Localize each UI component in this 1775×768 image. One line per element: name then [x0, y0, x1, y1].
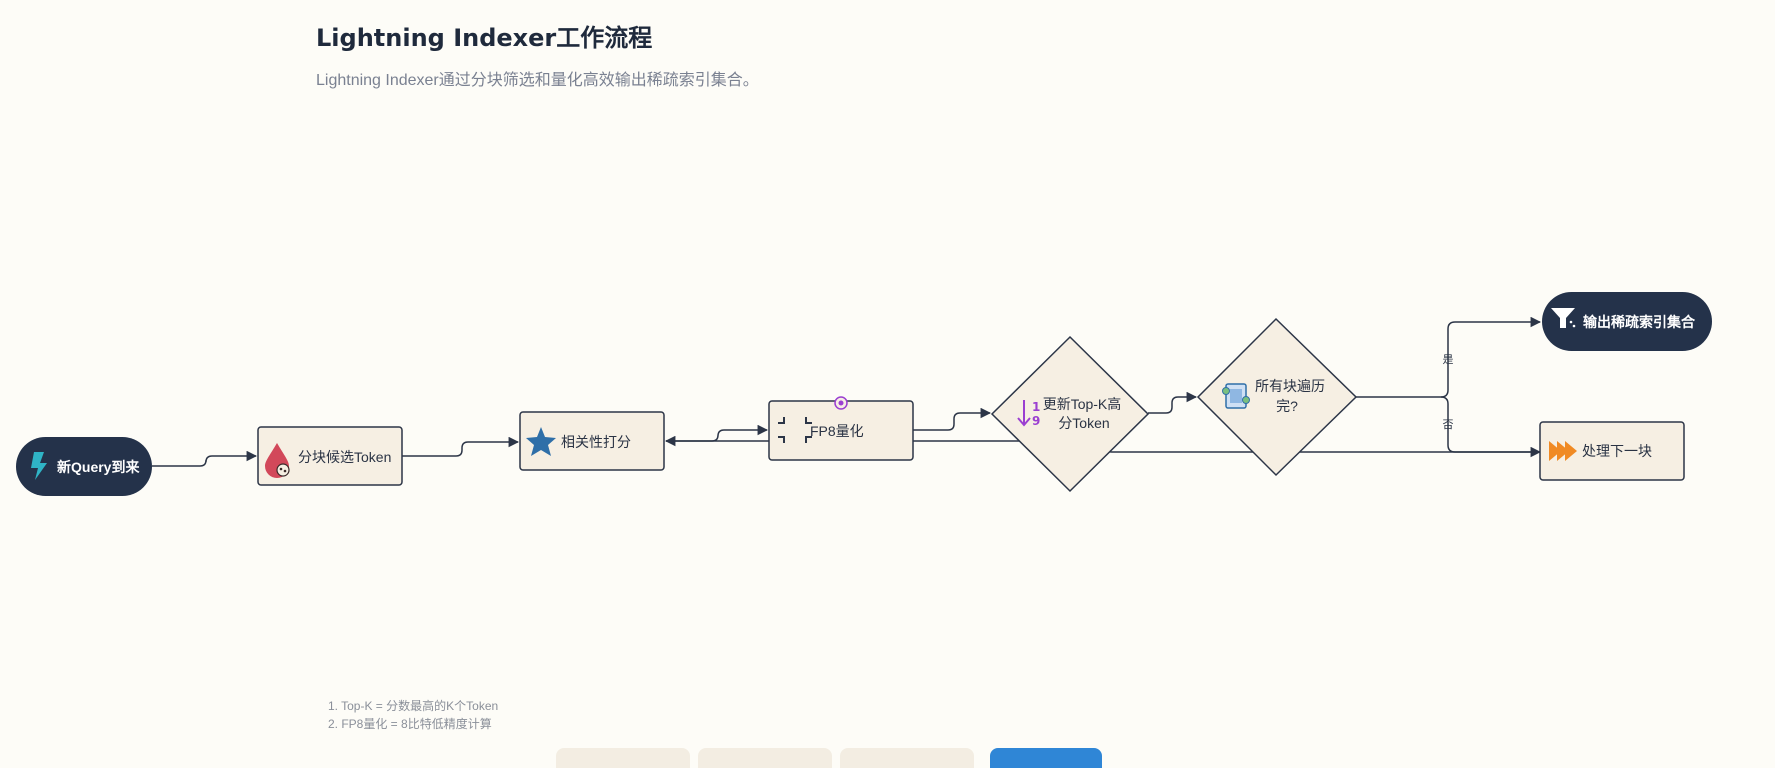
node-check-label-line2: 完?: [1276, 398, 1298, 414]
node-output[interactable]: 输出稀疏索引集合: [1542, 292, 1712, 351]
edge-chunk-score: [402, 436, 520, 457]
funnel-icon: [1551, 308, 1576, 328]
page-title: Lightning Indexer工作流程: [316, 24, 653, 52]
node-next-label: 处理下一块: [1582, 443, 1652, 459]
node-chunk-label: 分块候选Token: [298, 449, 391, 465]
edge-check-next: [1440, 396, 1542, 458]
fast-forward-icon: [1549, 441, 1577, 461]
edge-score-fp8: [666, 424, 769, 442]
footnotes: 1. Top-K = 分数最高的K个Token 2. FP8量化 = 8比特低精…: [328, 697, 498, 733]
node-score[interactable]: 相关性打分: [519, 411, 665, 471]
node-start-label: 新Query到来: [57, 459, 140, 475]
footer-tab-2[interactable]: [698, 748, 832, 768]
node-check[interactable]: 所有块遍历 完?: [1196, 317, 1358, 477]
port-icon: [834, 396, 848, 410]
edge-label-no: 否: [1443, 419, 1454, 431]
footer-tab-active[interactable]: [990, 748, 1102, 768]
drop-icon: [265, 443, 290, 478]
page-subtitle: Lightning Indexer通过分块筛选和量化高效输出稀疏索引集合。: [316, 72, 759, 89]
node-topk-label-line2: 分Token: [1058, 415, 1109, 431]
edge-start-chunk: [152, 450, 258, 467]
node-next[interactable]: 处理下一块: [1539, 421, 1685, 481]
node-topk[interactable]: 1 9 更新Top-K高 分Token: [990, 335, 1150, 493]
blocks-icon: [1222, 383, 1250, 409]
footer-tab-1[interactable]: [556, 748, 690, 768]
node-fp8-label: FP8量化: [810, 423, 864, 439]
edge-label-yes: 是: [1443, 353, 1454, 366]
node-start[interactable]: 新Query到来: [16, 437, 152, 496]
node-topk-label-line1: 更新Top-K高: [1043, 396, 1122, 412]
node-fp8[interactable]: FP8量化: [768, 396, 914, 461]
footer-tab-3[interactable]: [840, 748, 974, 768]
star-icon: [526, 427, 556, 456]
node-chunk[interactable]: 分块候选Token: [257, 426, 403, 486]
compress-icon: [778, 417, 812, 443]
footnote-2: 2. FP8量化 = 8比特低精度计算: [328, 717, 492, 731]
edge-fp8-topk: [913, 407, 992, 431]
svg-text:1: 1: [1032, 400, 1040, 414]
bolt-icon: [31, 452, 47, 480]
node-check-label-line1: 所有块遍历: [1255, 378, 1325, 394]
edge-topk-check: [1148, 391, 1198, 414]
node-output-label: 输出稀疏索引集合: [1583, 314, 1696, 330]
node-score-label: 相关性打分: [561, 434, 631, 450]
sort-numeric-down-icon: 1 9: [1017, 400, 1040, 428]
svg-text:9: 9: [1032, 414, 1040, 428]
footnote-1: 1. Top-K = 分数最高的K个Token: [328, 699, 499, 713]
